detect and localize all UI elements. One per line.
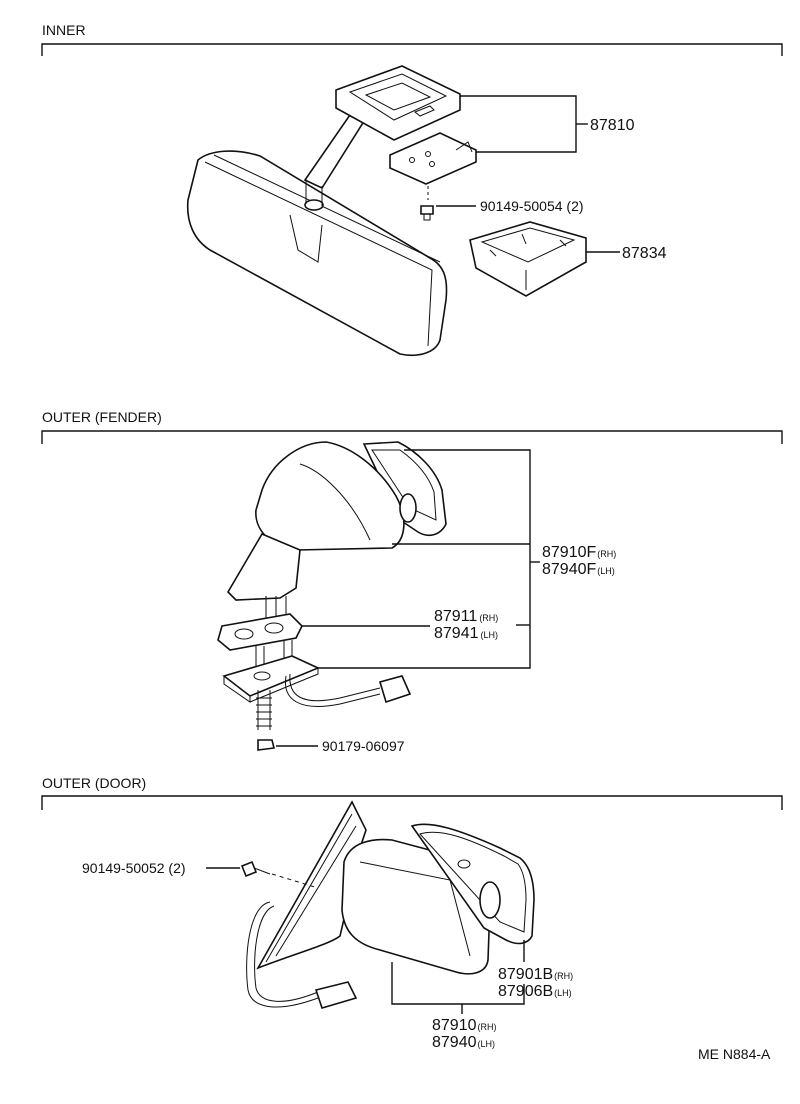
- part-87901B: 87901B(RH): [498, 966, 573, 983]
- door-wire: [246, 901, 319, 1008]
- fender-mirror-arm: [226, 532, 301, 601]
- inner-mirror-rim: [204, 161, 433, 347]
- part-87810: 87810: [590, 117, 635, 134]
- part-87906B: 87906B(LH): [498, 983, 572, 1000]
- fender-gasket: [217, 613, 303, 651]
- part-87940: 87940(LH): [432, 1034, 495, 1051]
- nut-icon: [257, 739, 275, 751]
- fender-base-plate: [222, 655, 320, 697]
- door-mirror-assembly: [240, 800, 535, 1009]
- leader-87910F: [316, 449, 531, 669]
- inner-mirror-body: [186, 150, 448, 356]
- inner-mount-base: [335, 65, 461, 141]
- part-90179-06097: 90179-06097: [322, 738, 405, 754]
- door-mirror-pivot: [479, 881, 501, 919]
- section-title-outer-door: OUTER (DOOR): [42, 775, 146, 791]
- section-bracket-outer-door: [41, 795, 783, 810]
- screw-icon: [420, 205, 434, 215]
- section-bracket-inner: [41, 43, 783, 56]
- door-connector-icon: [314, 981, 358, 1009]
- part-87834: 87834: [622, 245, 667, 262]
- door-screw-icon: [240, 860, 258, 878]
- part-87940F: 87940F(LH): [542, 561, 615, 578]
- part-87910: 87910(RH): [432, 1017, 497, 1034]
- part-90149-50054: 90149-50054 (2): [480, 198, 584, 214]
- fender-mirror-pivot: [399, 493, 417, 523]
- part-87941: 87941(LH): [434, 625, 498, 642]
- section-title-inner: INNER: [42, 22, 86, 38]
- inner-cover: [469, 221, 587, 297]
- inner-mirror-bump: [289, 214, 323, 263]
- leader-87810: [460, 95, 577, 153]
- section-bracket-outer-fender: [41, 430, 783, 444]
- door-mirror-base: [256, 800, 367, 970]
- inner-mirror-stem: [303, 111, 368, 190]
- inner-mirror-assembly: [186, 65, 587, 356]
- part-87910F: 87910F(RH): [542, 544, 616, 561]
- part-90149-50052: 90149-50052 (2): [82, 860, 186, 876]
- inner-mirror-pivot: [304, 199, 324, 211]
- leader-87910: [391, 962, 463, 1014]
- fender-wire: [284, 675, 381, 707]
- diagram-code: ME N884-A: [698, 1046, 771, 1062]
- door-mirror-glass: [410, 823, 535, 945]
- part-87911: 87911(RH): [434, 608, 498, 625]
- inner-clip-plate: [389, 132, 477, 185]
- section-title-outer-fender: OUTER (FENDER): [42, 409, 162, 425]
- fender-mirror-assembly: [217, 441, 447, 751]
- connector-icon: [378, 675, 412, 704]
